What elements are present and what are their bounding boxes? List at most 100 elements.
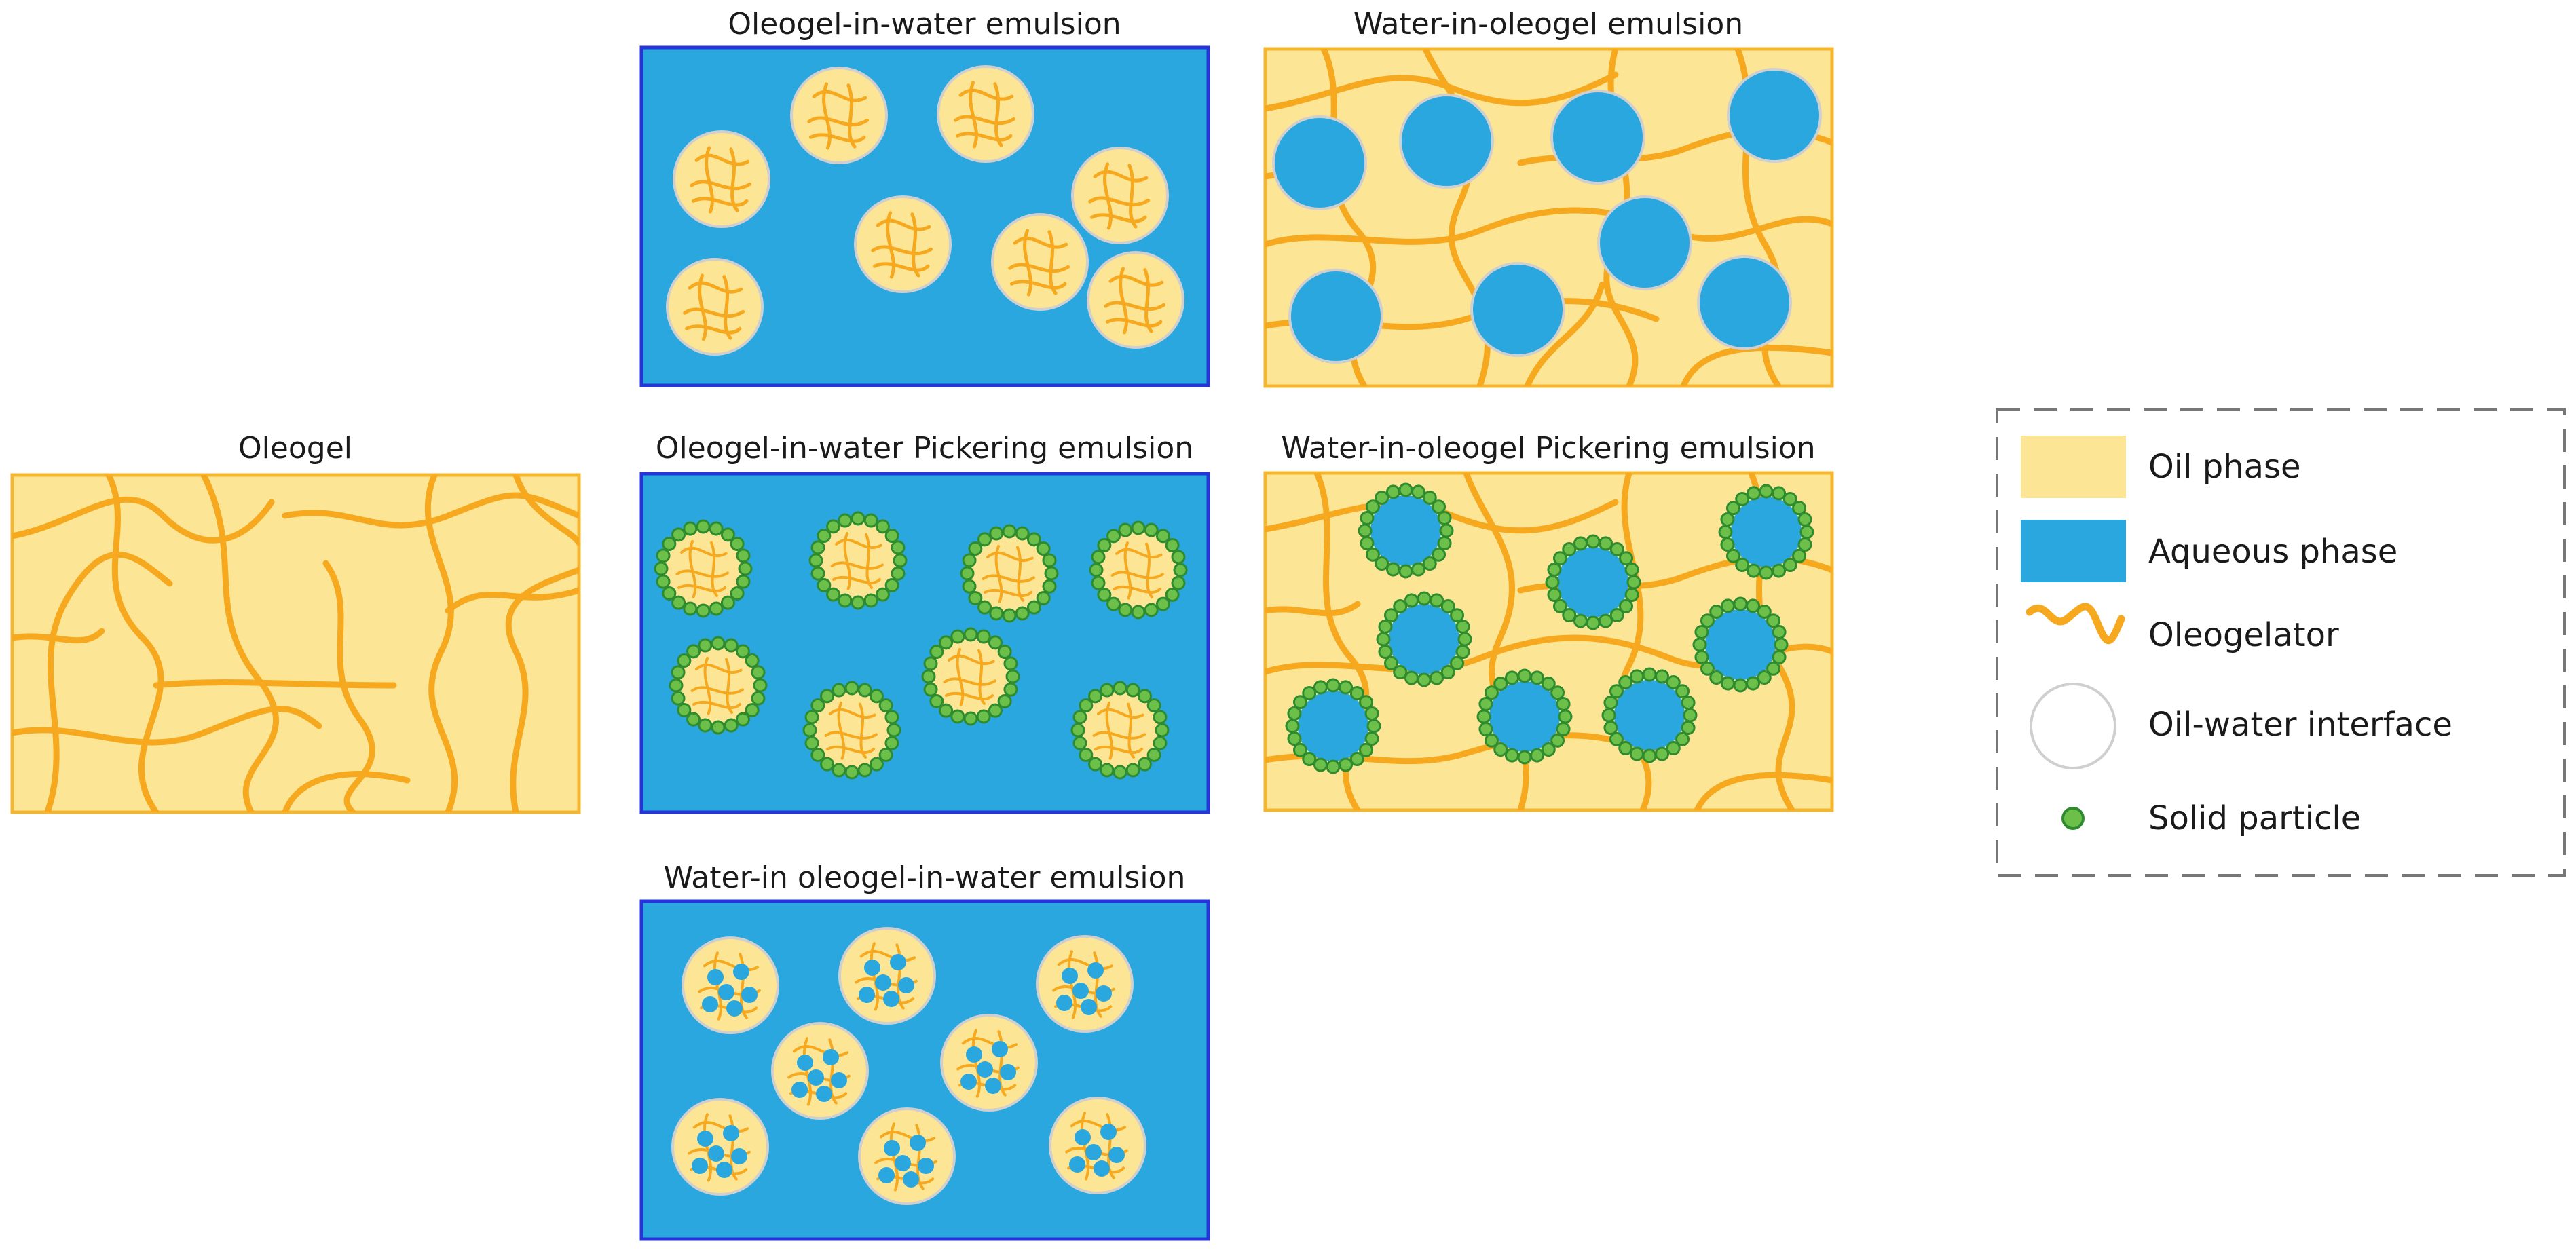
water-droplet	[1489, 681, 1560, 752]
solid-particle	[1552, 551, 1567, 566]
solid-particle	[1003, 656, 1018, 671]
solid-particle	[1556, 696, 1571, 711]
oleogelator-strand	[1070, 1120, 1127, 1132]
solid-particle	[1541, 742, 1556, 757]
solid-particle	[893, 553, 908, 568]
solid-particle	[1292, 695, 1307, 710]
oleogelator-strand	[1009, 280, 1067, 290]
oleogelator-strand	[1013, 236, 1068, 249]
oleogelator-strand	[1103, 162, 1113, 230]
double-emulsion-droplet	[1049, 1097, 1146, 1194]
oleogelator-strand	[692, 700, 741, 709]
solid-particle	[832, 763, 846, 778]
solid-particle	[1675, 732, 1690, 746]
solid-particle	[1097, 587, 1112, 602]
solid-particle	[1759, 565, 1774, 580]
oleogelator-strand	[690, 686, 744, 695]
solid-particle	[1484, 685, 1499, 700]
solid-particle	[1287, 732, 1302, 746]
solid-particle	[1302, 685, 1317, 700]
solid-particle	[1044, 566, 1059, 581]
oil-water-interface	[790, 66, 888, 164]
legend-label-oleogelator: Oleogelator	[2148, 616, 2339, 654]
solid-particle	[1378, 645, 1393, 660]
oleogelator-strand	[1023, 229, 1032, 297]
solid-particle	[976, 709, 991, 724]
solid-particle	[1171, 550, 1186, 565]
oleogelator-strand	[955, 132, 1013, 142]
solid-particle	[1005, 669, 1020, 684]
solid-particle	[1655, 669, 1670, 684]
solid-particle	[1757, 604, 1772, 619]
solid-particle	[1002, 608, 1017, 623]
solid-particle	[1089, 563, 1104, 577]
solid-particle	[962, 579, 977, 594]
solid-particle	[1700, 661, 1715, 676]
solid-particle	[1547, 588, 1562, 603]
solid-particle	[817, 529, 832, 544]
solid-particle	[1364, 706, 1379, 721]
inner-water-droplet	[878, 1167, 895, 1183]
solid-particle	[1725, 548, 1740, 563]
inner-water-droplet	[791, 1082, 808, 1098]
inner-water-droplet	[716, 1162, 732, 1178]
oleogelator-strand	[692, 1121, 749, 1133]
water-droplet	[1727, 68, 1822, 163]
oil-water-interface	[673, 130, 770, 228]
oleogelator-strand	[808, 133, 866, 143]
solid-particle	[677, 702, 692, 717]
solid-particle	[677, 653, 692, 668]
solid-particle	[1733, 678, 1748, 693]
solid-particle	[1131, 520, 1146, 535]
solid-particle	[1609, 608, 1624, 623]
oleogelator-strand	[832, 575, 881, 584]
panel-oleogel-title: Oleogel	[238, 431, 352, 466]
solid-particle	[709, 601, 724, 616]
solid-particle	[875, 519, 890, 534]
solid-particle	[671, 665, 686, 680]
solid-particle	[869, 689, 884, 704]
solid-particle	[1550, 733, 1565, 748]
solid-particle	[963, 711, 978, 726]
inner-water-droplet	[992, 1041, 1008, 1057]
oleogelator-strand	[994, 545, 1003, 603]
solid-particle	[662, 537, 677, 552]
solid-particle	[662, 586, 677, 601]
solid-particle	[1624, 562, 1639, 577]
oleogelator-strand	[802, 1037, 813, 1106]
solid-particle	[963, 627, 978, 642]
solid-particle	[891, 566, 906, 581]
solid-particle	[1437, 536, 1452, 551]
pickering-oleogel-droplet	[921, 627, 1020, 726]
solid-particle	[1360, 510, 1375, 525]
solid-particle	[988, 703, 1003, 718]
solid-particle	[808, 553, 823, 568]
solid-particle	[1440, 665, 1455, 680]
solid-particle	[1339, 680, 1354, 695]
solid-particle	[1072, 736, 1087, 750]
pickering-oleogel-droplet	[808, 511, 908, 610]
oleogelator-strand	[1119, 267, 1128, 335]
double-emulsion-droplet	[838, 927, 936, 1025]
legend-label-aqueous-phase: Aqueous phase	[2148, 533, 2397, 571]
pickering-water-droplet	[1358, 482, 1454, 579]
oil-phase-swatch	[2021, 436, 2126, 498]
solid-particle	[1720, 676, 1735, 691]
panel-water-in-oleogel: Water-in-oleogel emulsion	[1263, 7, 1834, 388]
solid-particle	[1599, 613, 1613, 628]
solid-particle	[1476, 709, 1491, 724]
solid-particle	[844, 765, 859, 780]
solid-particle	[1666, 674, 1681, 689]
solid-particle	[826, 519, 841, 534]
solid-particle	[730, 537, 745, 552]
oleogelator-strand	[1093, 170, 1149, 183]
oleogelator-strand	[886, 211, 895, 279]
solid-particle	[1562, 608, 1577, 623]
solid-particle	[1746, 598, 1761, 613]
solid-particle	[1146, 747, 1161, 762]
solid-particle	[1015, 606, 1030, 621]
panel-wogp-title: Water-in-oleogel Pickering emulsion	[1281, 431, 1815, 466]
oleogelator-strand	[675, 569, 729, 578]
solid-particle	[1757, 670, 1772, 685]
solid-particle	[939, 703, 954, 718]
